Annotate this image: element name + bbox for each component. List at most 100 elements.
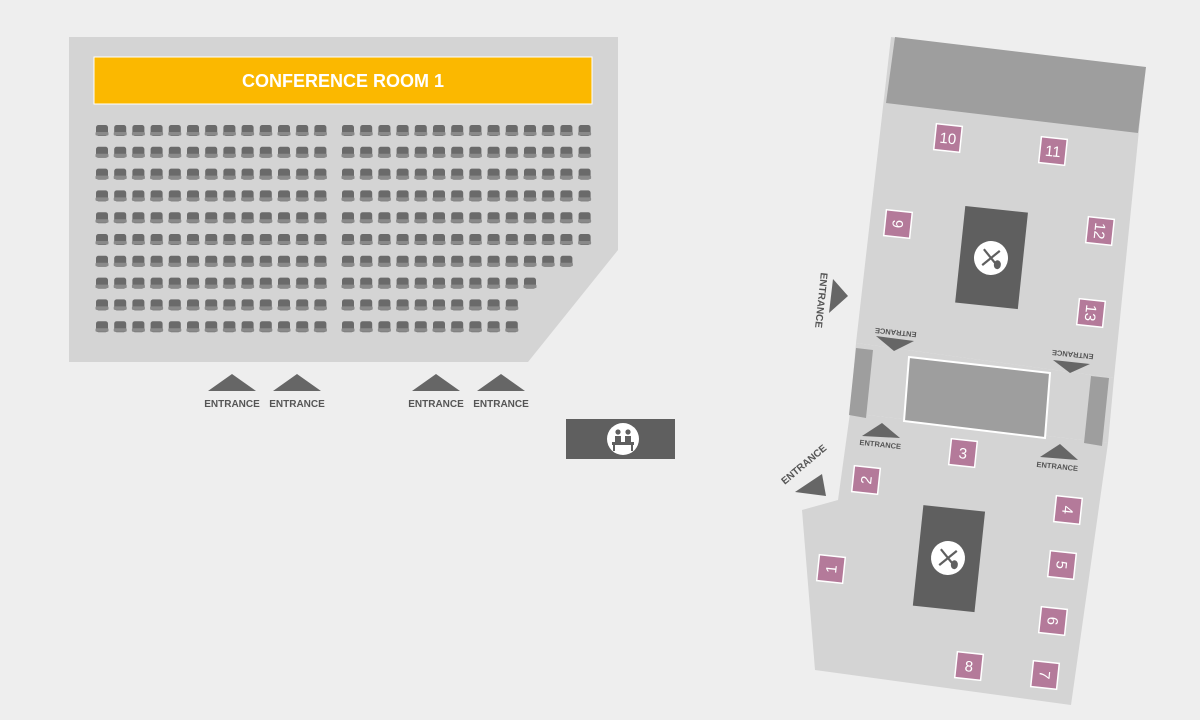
- seat: [313, 125, 327, 136]
- seat: [259, 255, 273, 267]
- booth-8[interactable]: 8: [953, 650, 985, 682]
- hall-entrance-upper-right[interactable]: ENTRANCE: [1052, 348, 1094, 373]
- seat: [468, 234, 482, 245]
- booth-5[interactable]: 5: [1046, 549, 1078, 581]
- seat: [131, 190, 145, 202]
- seat: [505, 212, 519, 224]
- seat: [259, 277, 273, 289]
- booth-13[interactable]: 13: [1075, 297, 1107, 329]
- seat: [505, 321, 519, 333]
- seat: [377, 146, 391, 158]
- seat: [541, 146, 555, 158]
- booth-4[interactable]: 4: [1052, 494, 1084, 526]
- seat: [241, 299, 255, 311]
- booth-11[interactable]: 11: [1037, 135, 1069, 167]
- entrance-arrow[interactable]: ENTRANCE: [408, 374, 464, 410]
- seat: [432, 277, 446, 289]
- seat: [468, 299, 482, 311]
- hall-entrance-upper-left[interactable]: ENTRANCE: [875, 326, 917, 351]
- booth-12[interactable]: 12: [1084, 215, 1116, 247]
- seat: [168, 255, 182, 267]
- seat: [222, 255, 236, 267]
- booth-2[interactable]: 2: [850, 464, 882, 496]
- seat: [450, 234, 464, 245]
- seat: [450, 255, 464, 267]
- stage: [93, 56, 593, 105]
- booth-6[interactable]: 6: [1037, 605, 1069, 637]
- booth-3[interactable]: 3: [947, 437, 979, 469]
- seat: [186, 168, 200, 180]
- seat: [277, 255, 291, 267]
- hall-entrance-southwest[interactable]: ENTRANCE: [780, 443, 830, 496]
- seat: [523, 190, 537, 202]
- seat: [432, 234, 446, 245]
- seat: [359, 168, 373, 180]
- seat: [150, 146, 164, 158]
- seat: [95, 321, 109, 333]
- entrance-arrow[interactable]: ENTRANCE: [473, 374, 529, 410]
- reception-desk[interactable]: [566, 419, 675, 459]
- seat: [241, 125, 255, 136]
- seat: [450, 277, 464, 289]
- seat: [414, 277, 428, 289]
- seat: [505, 190, 519, 202]
- seat: [341, 125, 355, 136]
- seat: [396, 146, 410, 158]
- seat: [131, 125, 145, 136]
- catering-area-lower[interactable]: [912, 505, 986, 613]
- booth-box: [1029, 659, 1061, 691]
- seat: [295, 146, 309, 158]
- seat: [396, 234, 410, 245]
- seat: [259, 168, 273, 180]
- entrance-label: ENTRANCE: [269, 399, 325, 410]
- seat: [396, 277, 410, 289]
- booth-7[interactable]: 7: [1029, 659, 1061, 691]
- booth-number: 6: [1043, 616, 1061, 626]
- booth-number: 11: [1044, 143, 1061, 162]
- booth-number: 9: [888, 219, 906, 229]
- booth-number: 4: [1058, 505, 1076, 515]
- seat: [95, 146, 109, 158]
- seat: [277, 277, 291, 289]
- seat: [131, 321, 145, 333]
- entrance-arrow[interactable]: ENTRANCE: [269, 374, 325, 410]
- hall-entrance-west[interactable]: ENTRANCE: [812, 272, 848, 329]
- booth-number: 12: [1090, 222, 1109, 240]
- booth-10[interactable]: 10: [932, 122, 964, 154]
- seat: [259, 146, 273, 158]
- seat: [222, 212, 236, 224]
- seat: [505, 255, 519, 267]
- seat: [131, 255, 145, 267]
- reception-desk-icon: [607, 423, 639, 455]
- seat: [295, 168, 309, 180]
- seat: [468, 190, 482, 202]
- booth-box: [1084, 215, 1116, 247]
- seat: [487, 212, 501, 224]
- catering-area-upper[interactable]: [955, 206, 1028, 310]
- seat: [487, 146, 501, 158]
- booth-number: 2: [858, 475, 876, 485]
- hall-entrance-lower-right[interactable]: ENTRANCE: [1036, 444, 1078, 473]
- seat: [113, 146, 127, 158]
- seat: [204, 125, 218, 136]
- booth-9[interactable]: 9: [882, 208, 914, 240]
- booth-number: 1: [823, 564, 841, 574]
- seat: [341, 321, 355, 333]
- seat: [241, 234, 255, 245]
- seat: [578, 125, 592, 136]
- seat: [295, 321, 309, 333]
- booth-box: [1052, 494, 1084, 526]
- seat: [150, 234, 164, 245]
- seat: [559, 125, 573, 136]
- seat: [113, 299, 127, 311]
- booth-1[interactable]: 1: [815, 553, 847, 585]
- seat: [377, 277, 391, 289]
- hall-entrance-lower-left[interactable]: ENTRANCE: [859, 423, 901, 451]
- entrance-label: ENTRANCE: [1036, 460, 1078, 473]
- seat: [222, 190, 236, 202]
- entrance-arrow[interactable]: ENTRANCE: [204, 374, 260, 410]
- conference-room-1[interactable]: CONFERENCE ROOM 1: [69, 37, 618, 362]
- seat: [487, 255, 501, 267]
- seat: [313, 234, 327, 245]
